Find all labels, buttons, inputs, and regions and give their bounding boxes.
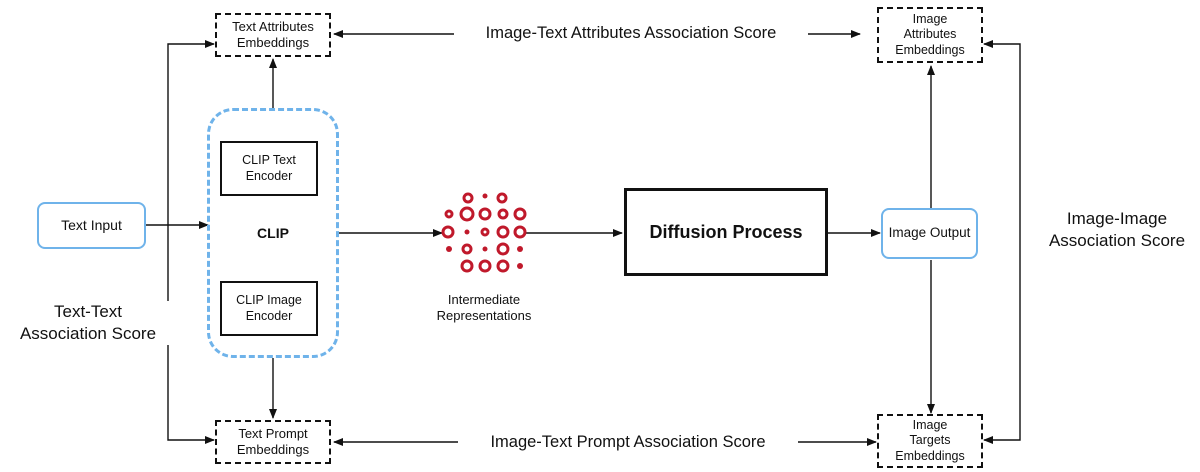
intermediate-dot <box>462 192 474 204</box>
arrow-to-text-attr <box>167 40 215 225</box>
intermediate-dot <box>464 229 470 235</box>
clip-text-encoder-box: CLIP Text Encoder <box>220 141 318 196</box>
intermediate-dot <box>459 206 475 222</box>
clip-frame <box>207 108 339 358</box>
text-input-box: Text Input <box>37 202 146 249</box>
clip-label: CLIP <box>257 225 289 241</box>
intermediate-dot <box>460 259 474 273</box>
intermediate-dot <box>497 208 509 220</box>
intermediate-dot <box>496 225 510 239</box>
text-prompt-embeddings-box: Text Prompt Embeddings <box>215 420 331 464</box>
intermediate-dot <box>513 207 527 221</box>
intermediate-representations-label: Intermediate Representations <box>436 292 532 324</box>
intermediate-dot <box>496 192 508 204</box>
intermediate-dot <box>513 225 527 239</box>
image-targets-embeddings-box: Image Targets Embeddings <box>877 414 983 468</box>
arrow-image-image-bracket <box>983 40 1021 444</box>
intermediate-dot <box>482 246 488 252</box>
intermediate-dot <box>461 243 473 255</box>
image-image-score-label: Image-Image Association Score <box>1048 209 1186 251</box>
clip-image-encoder-box: CLIP Image Encoder <box>220 281 318 336</box>
image-text-prompt-score-label: Image-Text Prompt Association Score <box>458 432 798 453</box>
intermediate-dot <box>482 193 488 199</box>
image-text-attributes-score-label: Image-Text Attributes Association Score <box>454 23 808 44</box>
image-attributes-embeddings-box: Image Attributes Embeddings <box>877 7 983 63</box>
arrow-to-text-prompt <box>167 225 215 444</box>
text-attributes-embeddings-box: Text Attributes Embeddings <box>215 13 331 57</box>
text-text-score-label: Text-Text Association Score <box>4 301 172 346</box>
image-output-box: Image Output <box>881 208 978 259</box>
intermediate-dot <box>478 259 492 273</box>
intermediate-dot <box>480 227 490 237</box>
intermediate-dots-icon <box>441 192 527 273</box>
intermediate-dot <box>517 246 523 252</box>
diffusion-process-box: Diffusion Process <box>624 188 828 276</box>
intermediate-dot <box>444 209 454 219</box>
intermediate-dot <box>517 263 523 269</box>
intermediate-dot <box>441 225 455 239</box>
intermediate-dot <box>496 242 510 256</box>
intermediate-dot <box>446 246 452 252</box>
intermediate-dot <box>496 259 510 273</box>
intermediate-dot <box>478 207 492 221</box>
